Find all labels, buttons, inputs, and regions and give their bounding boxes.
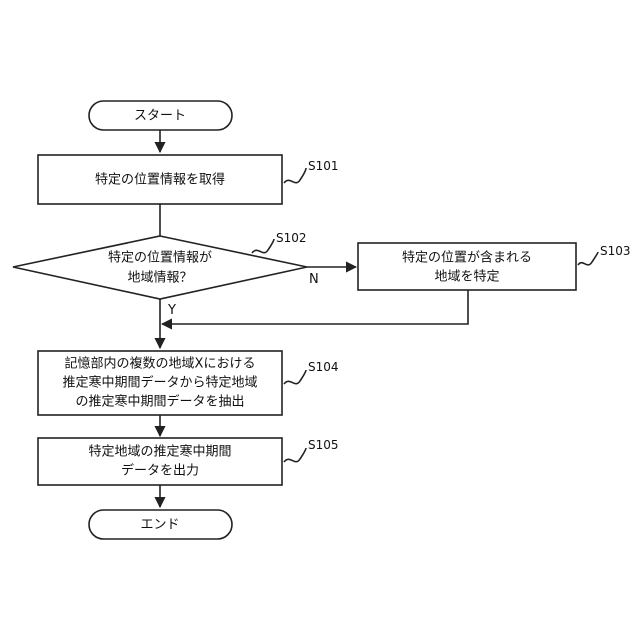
s104-text-line1: 記憶部内の複数の地域Xにおける <box>65 356 256 372</box>
s101-id: S101 <box>308 159 339 173</box>
branch-yes-label: Y <box>167 303 176 318</box>
s105-text-line2: データを出力 <box>121 463 199 479</box>
end-label: エンド <box>140 518 179 533</box>
s102-text-line1: 特定の位置情報が <box>108 251 212 266</box>
s103-leader <box>578 252 598 265</box>
s101-text: 特定の位置情報を取得 <box>95 172 225 188</box>
s104-id: S104 <box>308 360 339 374</box>
s103-id: S103 <box>600 244 631 258</box>
s104-leader <box>284 370 306 384</box>
s104-text-line3: の推定寒中期間データを抽出 <box>75 394 244 410</box>
s105-text-line1: 特定地域の推定寒中期間 <box>88 444 231 460</box>
s103-text-line1: 特定の位置が含まれる <box>402 250 532 266</box>
branch-no-label: N <box>309 272 319 287</box>
s102-id: S102 <box>276 231 307 245</box>
s102-leader <box>252 239 274 253</box>
arrow-s103-merge <box>162 290 468 324</box>
s101-leader <box>284 168 306 183</box>
start-label: スタート <box>134 109 186 124</box>
s104-text-line2: 推定寒中期間データから特定地域 <box>62 375 257 391</box>
s102-decision <box>13 236 307 299</box>
s103-text-line2: 地域を特定 <box>434 270 499 285</box>
s102-text-line2: 地域情報？ <box>127 271 192 286</box>
s105-id: S105 <box>308 438 339 452</box>
s105-leader <box>284 448 306 462</box>
